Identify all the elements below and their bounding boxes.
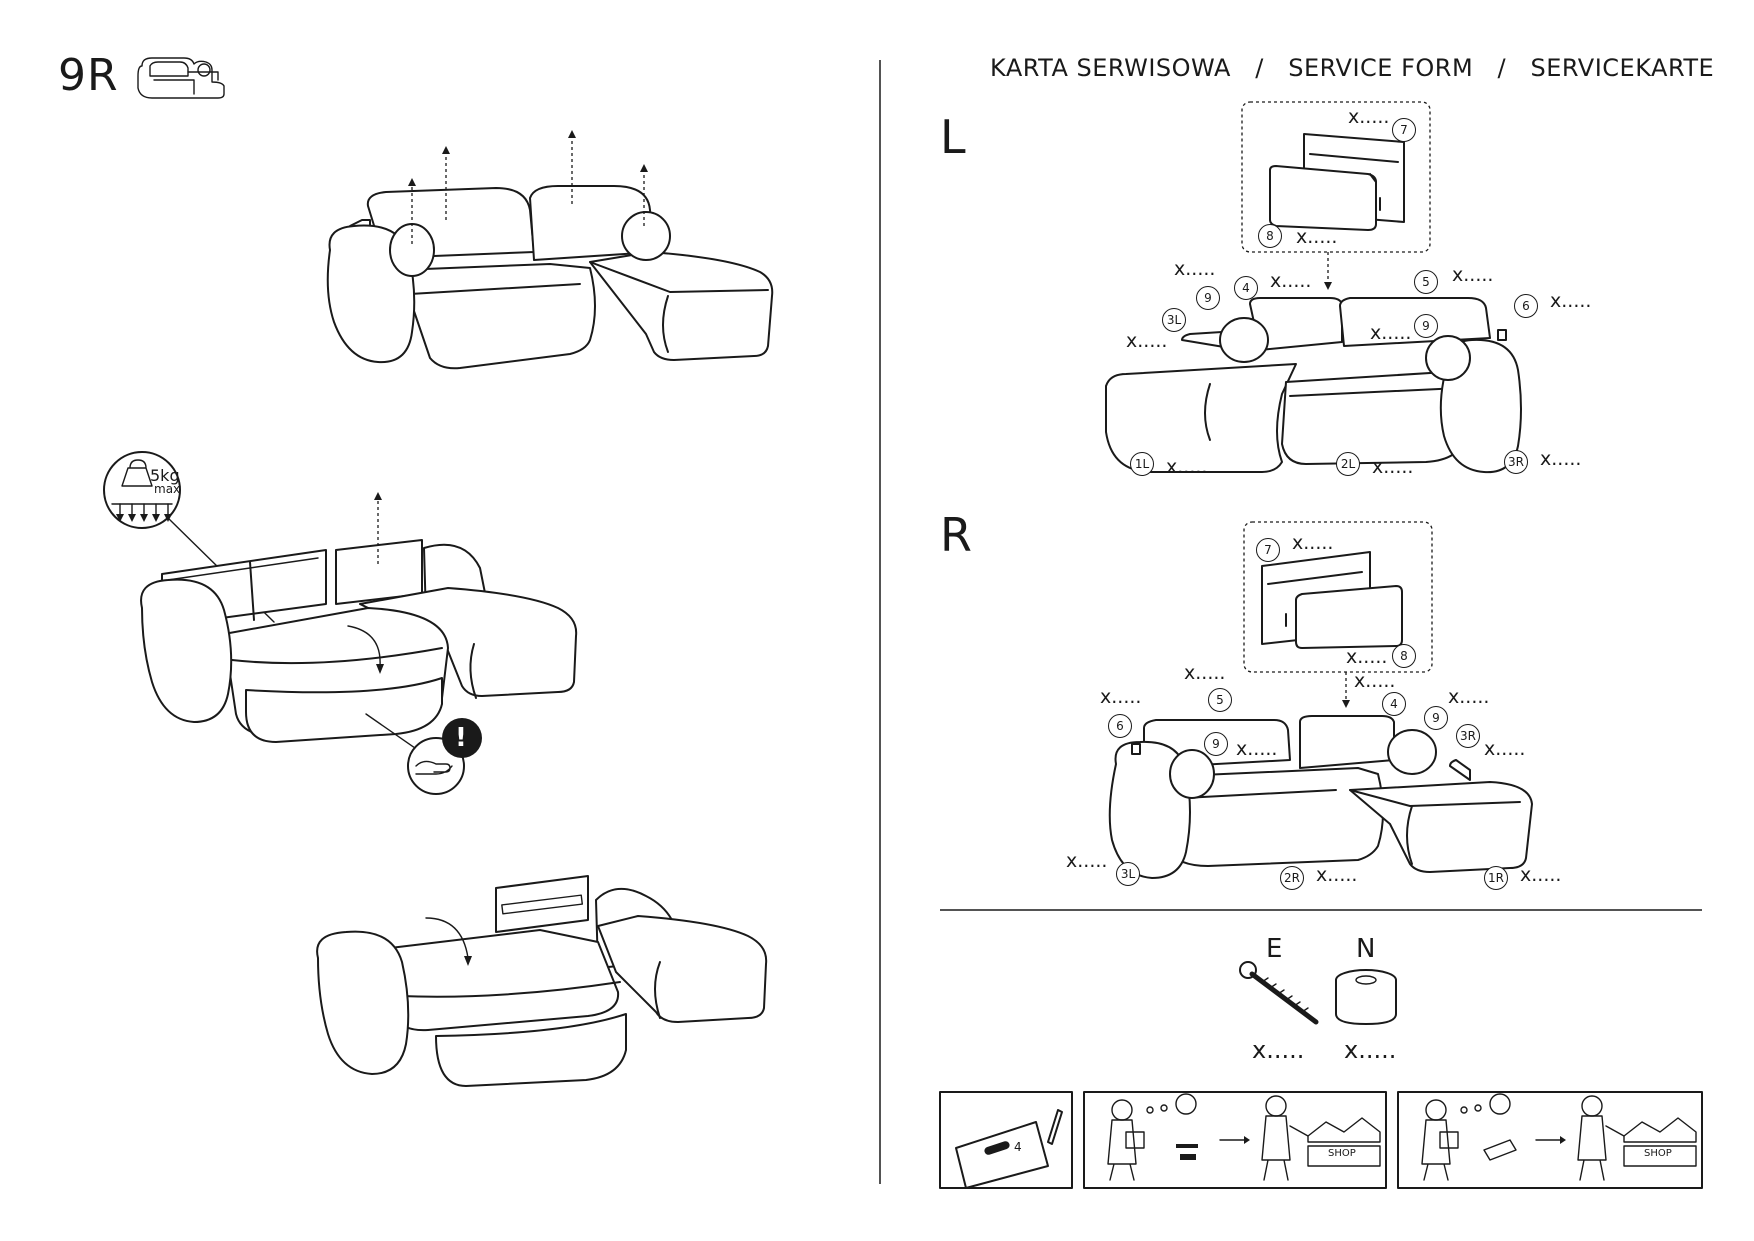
part-qty: x..... bbox=[1292, 532, 1334, 554]
service-diagram-left bbox=[1105, 101, 1522, 474]
weight-limit-badge bbox=[103, 451, 181, 529]
weight-unit: max bbox=[154, 482, 181, 496]
alert-symbol: ! bbox=[455, 723, 467, 753]
instruction-panel-1 bbox=[939, 1091, 1073, 1189]
backrest-detail-box-r bbox=[1243, 521, 1433, 673]
sofa-step-pull-out bbox=[103, 451, 578, 795]
screw-icon bbox=[1239, 961, 1319, 1025]
model-code: 9R bbox=[58, 50, 119, 101]
hardware-qty-n: x..... bbox=[1344, 1036, 1397, 1064]
part-callout: 6 bbox=[1514, 294, 1538, 318]
part-qty: x..... bbox=[1174, 258, 1216, 280]
hardware-letter-n: N bbox=[1356, 934, 1376, 964]
raised-backrest bbox=[495, 875, 589, 933]
part-qty: x..... bbox=[1540, 448, 1582, 470]
part-qty: x..... bbox=[1484, 738, 1526, 760]
part-callout: 5 bbox=[1414, 270, 1438, 294]
pack-count: 4 bbox=[1014, 1140, 1022, 1154]
variant-label-left: L bbox=[940, 110, 966, 164]
part-qty: x..... bbox=[1184, 662, 1226, 684]
part-qty: x..... bbox=[1346, 646, 1388, 668]
part-callout: 1R bbox=[1484, 866, 1508, 890]
part-qty: x..... bbox=[1448, 686, 1490, 708]
header-pl: KARTA SERWISOWA bbox=[990, 54, 1231, 82]
part-callout: 6 bbox=[1108, 714, 1132, 738]
part-qty: x..... bbox=[1348, 106, 1390, 128]
header-sep-2: / bbox=[1497, 54, 1507, 82]
part-callout: 4 bbox=[1234, 276, 1258, 300]
part-qty: x..... bbox=[1270, 270, 1312, 292]
shop-label-1: SHOP bbox=[1328, 1148, 1356, 1159]
instruction-panel-3 bbox=[1397, 1091, 1703, 1189]
instruction-panel-2 bbox=[1083, 1091, 1387, 1189]
service-diagram-right bbox=[1108, 521, 1533, 879]
sofa-step-remove-cushions bbox=[326, 130, 774, 370]
alert-icon bbox=[442, 718, 482, 758]
part-callout: 9 bbox=[1424, 706, 1448, 730]
sofa-thumbnail-icon bbox=[137, 57, 225, 99]
part-callout: 2R bbox=[1280, 866, 1304, 890]
shop-label-2: SHOP bbox=[1644, 1148, 1672, 1159]
part-qty: x..... bbox=[1370, 322, 1412, 344]
part-callout: 8 bbox=[1258, 224, 1282, 248]
part-callout: 4 bbox=[1382, 692, 1406, 716]
part-qty: x..... bbox=[1066, 850, 1108, 872]
part-callout: 7 bbox=[1392, 118, 1416, 142]
part-qty: x..... bbox=[1100, 686, 1142, 708]
part-qty: x..... bbox=[1354, 670, 1396, 692]
part-callout: 1L bbox=[1130, 452, 1154, 476]
service-form-header: KARTA SERWISOWA / SERVICE FORM / SERVICE… bbox=[990, 54, 1714, 82]
part-qty: x..... bbox=[1236, 738, 1278, 760]
part-qty: x..... bbox=[1166, 456, 1208, 478]
part-qty: x..... bbox=[1520, 864, 1562, 886]
part-callout: 3L bbox=[1116, 862, 1140, 886]
backrest-detail-box bbox=[1241, 101, 1431, 253]
part-callout: 9 bbox=[1414, 314, 1438, 338]
part-qty: x..... bbox=[1452, 264, 1494, 286]
header-de: SERVICEKARTE bbox=[1530, 54, 1715, 82]
part-callout: 9 bbox=[1196, 286, 1220, 310]
weight-value: 5kg bbox=[150, 466, 180, 485]
hardware-letter-e: E bbox=[1266, 934, 1283, 964]
part-callout: 3L bbox=[1162, 308, 1186, 332]
hardware-qty-e: x..... bbox=[1252, 1036, 1305, 1064]
spacer-ring-icon bbox=[1335, 969, 1397, 1025]
part-qty: x..... bbox=[1550, 290, 1592, 312]
part-callout: 3R bbox=[1504, 450, 1528, 474]
part-callout: 9 bbox=[1204, 732, 1228, 756]
header-en: SERVICE FORM bbox=[1288, 54, 1474, 82]
header-sep-1: / bbox=[1255, 54, 1264, 82]
part-callout: 2L bbox=[1336, 452, 1360, 476]
sofa-step-open-bed bbox=[316, 875, 768, 1087]
part-callout: 5 bbox=[1208, 688, 1232, 712]
part-qty: x..... bbox=[1316, 864, 1358, 886]
part-callout: 8 bbox=[1392, 644, 1416, 668]
part-qty: x..... bbox=[1126, 330, 1168, 352]
part-qty: x..... bbox=[1296, 226, 1338, 248]
part-callout: 3R bbox=[1456, 724, 1480, 748]
variant-label-right: R bbox=[940, 508, 972, 562]
part-callout: 7 bbox=[1256, 538, 1280, 562]
part-qty: x..... bbox=[1372, 456, 1414, 478]
